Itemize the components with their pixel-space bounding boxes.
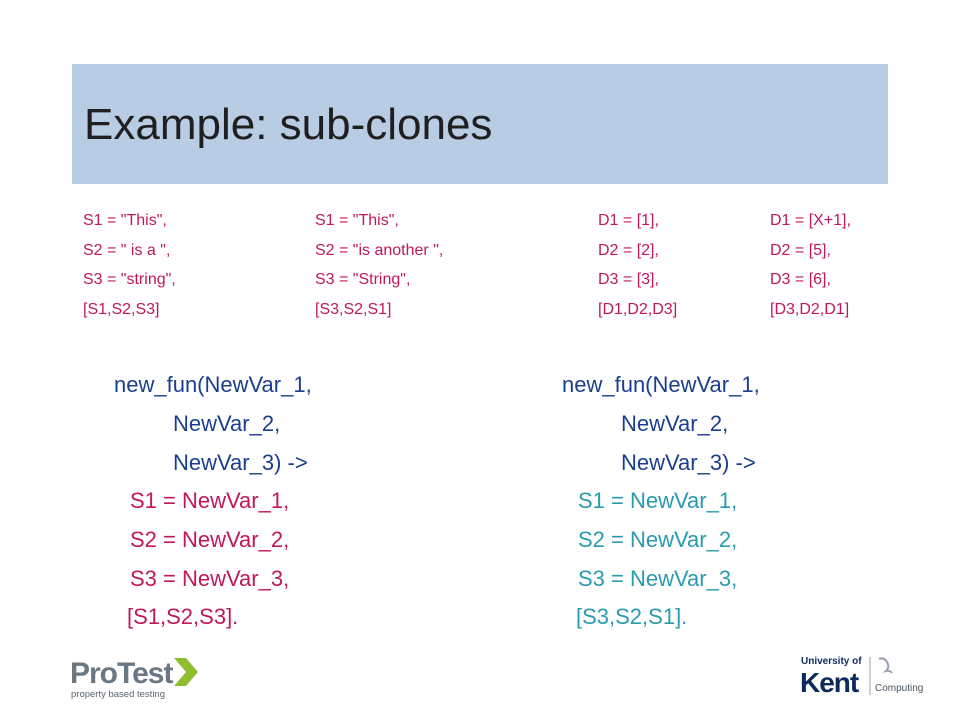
right-fun-header: new_fun(NewVar_1, NewVar_2, NewVar_3) -> xyxy=(562,366,760,482)
fun-body-line: S3 = NewVar_3, xyxy=(578,565,738,591)
kent-wordmark: Kent xyxy=(800,667,859,698)
fun-header-line: NewVar_2, xyxy=(173,410,281,436)
left-fun-header: new_fun(NewVar_1, NewVar_2, NewVar_3) -> xyxy=(114,366,312,482)
fun-header-line: new_fun(NewVar_1, xyxy=(114,372,312,397)
protest-tagline: property based testing xyxy=(71,689,165,700)
slide-title: Example: sub-clones xyxy=(84,100,493,149)
snippet-line: D2 = [2], xyxy=(598,241,659,259)
kent-university-label: University of xyxy=(801,656,862,667)
snippet-line: D1 = [X+1], xyxy=(770,212,851,229)
snippet-line: S1 = "This", xyxy=(315,212,399,229)
snippet-line: [D1,D2,D3] xyxy=(598,300,678,318)
fun-body-line: S2 = NewVar_2, xyxy=(578,526,738,552)
snippet-column-1: S1 = "This", S2 = " is a ", S3 = "string… xyxy=(83,206,176,324)
fun-body-line: S1 = NewVar_1, xyxy=(578,488,738,513)
snippet-line: [S1,S2,S3] xyxy=(83,300,160,318)
fun-header-line: NewVar_2, xyxy=(621,410,729,436)
fun-body-line: [S3,S2,S1]. xyxy=(576,604,688,630)
left-fun-body: S1 = NewVar_1, S2 = NewVar_2, S3 = NewVa… xyxy=(127,482,290,637)
kent-logo: University of Kent Computing xyxy=(800,653,924,699)
snippet-line: D1 = [1], xyxy=(598,212,659,229)
fun-header-line: NewVar_3) -> xyxy=(621,449,756,475)
fun-body-line: [S1,S2,S3]. xyxy=(127,604,239,630)
snippet-column-3: D1 = [1], D2 = [2], D3 = [3], [D1,D2,D3] xyxy=(598,206,677,324)
kent-logo-graphic: University of Kent Computing xyxy=(800,656,923,698)
right-fun-body: S1 = NewVar_1, S2 = NewVar_2, S3 = NewVa… xyxy=(576,482,738,637)
fun-header-line: new_fun(NewVar_1, xyxy=(562,372,760,397)
protest-wordmark: ProTest xyxy=(70,657,173,690)
snippet-line: [S3,S2,S1] xyxy=(315,300,392,318)
snippet-line: D3 = [3], xyxy=(598,271,659,288)
snippet-line: S2 = " is a ", xyxy=(83,241,171,259)
snippet-line: S2 = "is another ", xyxy=(315,241,444,259)
protest-logo: ProTest property based testing xyxy=(70,655,200,700)
protest-logo-graphic: ProTest property based testing xyxy=(70,657,198,700)
crest-icon xyxy=(878,657,893,674)
snippet-line: S3 = "string", xyxy=(83,271,176,288)
chevron-right-icon xyxy=(174,658,198,686)
fun-header-line: NewVar_3) -> xyxy=(173,449,308,475)
snippet-line: [D3,D2,D1] xyxy=(770,300,850,318)
snippet-line: S1 = "This", xyxy=(83,212,167,229)
snippet-line: D2 = [5], xyxy=(770,241,831,259)
kent-department-label: Computing xyxy=(875,683,923,694)
title-bar: Example: sub-clones xyxy=(72,64,888,184)
snippet-line: S3 = "String", xyxy=(315,271,411,288)
snippet-column-2: S1 = "This", S2 = "is another ", S3 = "S… xyxy=(315,206,443,324)
fun-body-line: S1 = NewVar_1, xyxy=(130,488,290,513)
fun-body-line: S3 = NewVar_3, xyxy=(130,565,290,591)
fun-body-line: S2 = NewVar_2, xyxy=(130,526,290,552)
snippet-line: D3 = [6], xyxy=(770,271,831,288)
snippet-column-4: D1 = [X+1], D2 = [5], D3 = [6], [D3,D2,D… xyxy=(770,206,851,324)
